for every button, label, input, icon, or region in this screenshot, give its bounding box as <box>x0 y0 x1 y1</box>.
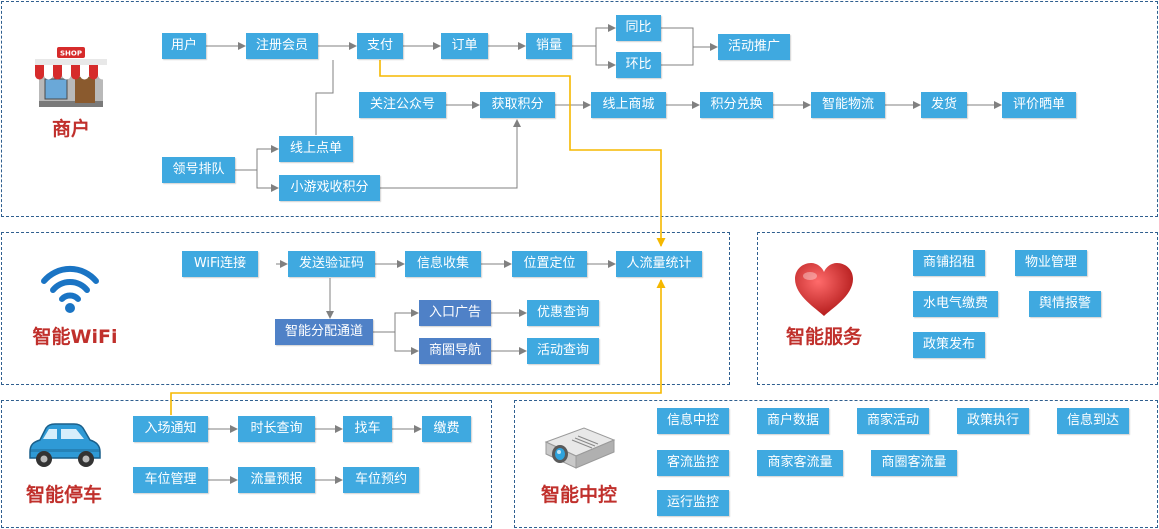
node-promo[interactable]: 活动推广 <box>718 34 790 60</box>
node-order[interactable]: 订单 <box>441 33 488 59</box>
node-info-collect[interactable]: 信息收集 <box>405 251 481 277</box>
car-icon <box>24 422 104 470</box>
control-item-ops-monitor[interactable]: 运行监控 <box>657 490 729 516</box>
node-register[interactable]: 注册会员 <box>246 33 318 59</box>
heart-icon <box>793 262 855 318</box>
node-yoy[interactable]: 同比 <box>616 15 661 41</box>
node-game[interactable]: 小游戏收积分 <box>279 175 380 201</box>
control-item-policy-exec[interactable]: 政策执行 <box>957 408 1029 434</box>
node-exchange[interactable]: 积分兑换 <box>700 92 773 118</box>
service-item-utilities[interactable]: 水电气缴费 <box>913 291 998 317</box>
node-space-manage[interactable]: 车位管理 <box>133 467 208 493</box>
shop-icon: SHOP <box>35 45 107 107</box>
merchant-title: 商户 <box>51 118 90 140</box>
control-item-district-flow[interactable]: 商圈客流量 <box>871 450 957 476</box>
control-item-merchant-data[interactable]: 商户数据 <box>757 408 829 434</box>
node-discount-query[interactable]: 优惠查询 <box>527 300 599 326</box>
node-flow-forecast[interactable]: 流量预报 <box>238 467 315 493</box>
node-follow[interactable]: 关注公众号 <box>359 92 446 118</box>
node-user[interactable]: 用户 <box>162 33 206 59</box>
node-find-car[interactable]: 找车 <box>343 416 392 442</box>
control-item-info-center[interactable]: 信息中控 <box>657 408 729 434</box>
node-traffic-stats[interactable]: 人流量统计 <box>616 251 702 277</box>
node-mall[interactable]: 线上商城 <box>591 92 666 118</box>
shop-sign-text: SHOP <box>60 50 82 58</box>
wifi-title: 智能WiFi <box>32 326 118 348</box>
node-entrance-ad[interactable]: 入口广告 <box>419 300 491 326</box>
service-item-policy[interactable]: 政策发布 <box>913 332 985 358</box>
projector-icon <box>538 412 618 474</box>
node-pay-fee[interactable]: 缴费 <box>422 416 471 442</box>
node-review[interactable]: 评价晒单 <box>1002 92 1076 118</box>
node-sales[interactable]: 销量 <box>526 33 572 59</box>
wifi-icon <box>38 263 102 315</box>
control-item-merchant-activity[interactable]: 商家活动 <box>857 408 929 434</box>
node-mom[interactable]: 环比 <box>616 52 661 78</box>
node-send-code[interactable]: 发送验证码 <box>288 251 375 277</box>
service-item-rent[interactable]: 商铺招租 <box>913 250 985 276</box>
node-wifi-connect[interactable]: WiFi连接 <box>182 251 258 277</box>
node-space-reserve[interactable]: 车位预约 <box>343 467 419 493</box>
node-online-order[interactable]: 线上点单 <box>279 136 353 162</box>
node-duration-query[interactable]: 时长查询 <box>238 416 315 442</box>
control-panel <box>514 400 1158 528</box>
control-item-merchant-flow[interactable]: 商家客流量 <box>757 450 843 476</box>
node-activity-query[interactable]: 活动查询 <box>527 338 599 364</box>
service-item-alert[interactable]: 舆情报警 <box>1029 291 1101 317</box>
node-queue[interactable]: 领号排队 <box>162 157 235 183</box>
service-item-property[interactable]: 物业管理 <box>1015 250 1087 276</box>
node-logistics[interactable]: 智能物流 <box>811 92 885 118</box>
parking-title: 智能停车 <box>25 484 102 506</box>
node-entry-notice[interactable]: 入场通知 <box>133 416 208 442</box>
control-title: 智能中控 <box>540 484 617 506</box>
service-panel <box>757 232 1158 385</box>
control-item-info-arrival[interactable]: 信息到达 <box>1057 408 1129 434</box>
node-pay[interactable]: 支付 <box>357 33 403 59</box>
node-smart-channel[interactable]: 智能分配通道 <box>275 319 373 345</box>
node-ship[interactable]: 发货 <box>921 92 967 118</box>
control-item-flow-monitor[interactable]: 客流监控 <box>657 450 729 476</box>
node-points[interactable]: 获取积分 <box>480 92 555 118</box>
node-locate[interactable]: 位置定位 <box>512 251 587 277</box>
node-business-nav[interactable]: 商圈导航 <box>419 338 491 364</box>
service-title: 智能服务 <box>785 326 862 348</box>
